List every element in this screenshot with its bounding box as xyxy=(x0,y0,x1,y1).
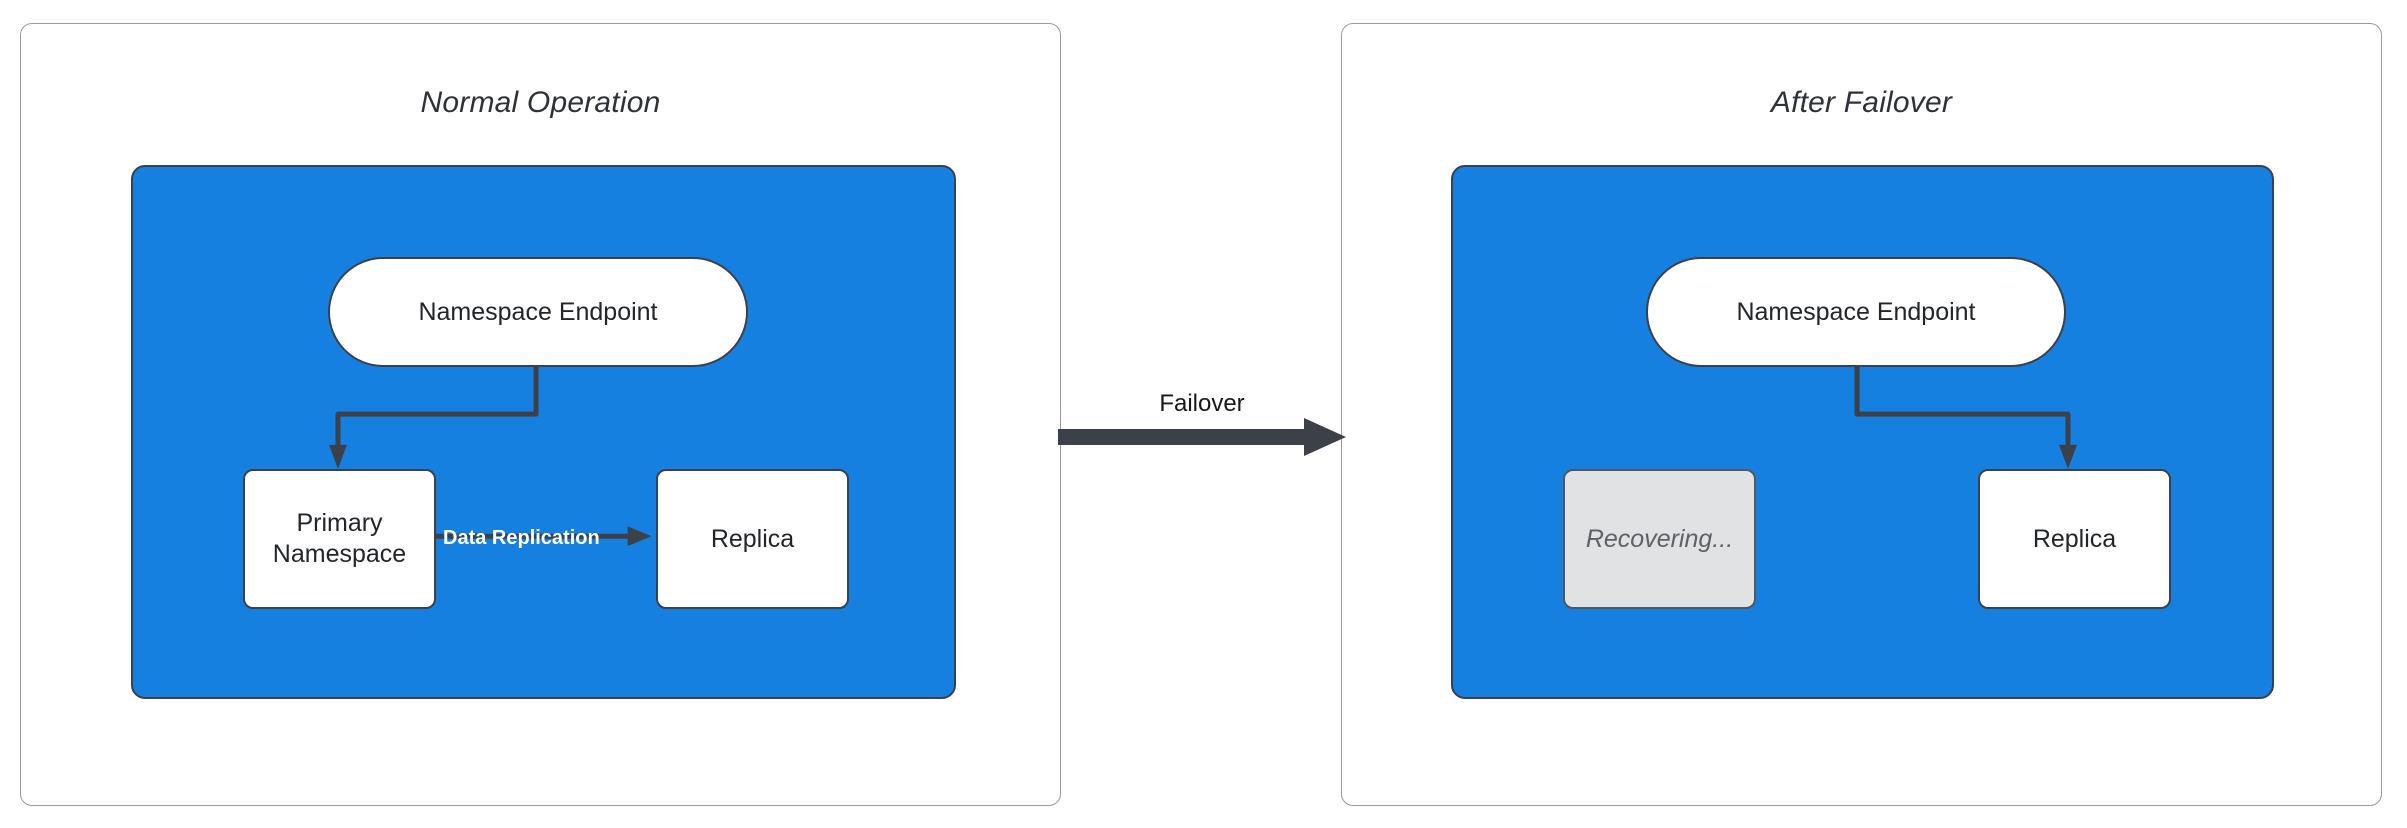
node-namespace-endpoint-normal[interactable]: Namespace Endpoint xyxy=(328,257,748,367)
node-label-wrap: Primary Namespace xyxy=(273,508,406,570)
edge-endpoint-to-replica xyxy=(1854,365,2071,451)
node-recovering[interactable]: Recovering... xyxy=(1563,469,1756,609)
region-blue-normal: Namespace Endpoint Primary Namespace Rep… xyxy=(131,165,956,699)
node-primary-namespace[interactable]: Primary Namespace xyxy=(243,469,436,609)
panel-title-normal-operation: Normal Operation xyxy=(420,86,661,119)
arrowhead-endpoint-to-primary xyxy=(329,444,347,469)
node-label: Recovering... xyxy=(1585,524,1734,553)
node-label: Replica xyxy=(2032,524,2117,553)
node-label-line2: Namespace xyxy=(272,540,407,568)
panel-title-after-failover: After Failover xyxy=(1770,86,1953,119)
arrowhead-endpoint-to-replica xyxy=(2059,444,2077,469)
panel-normal-operation: Normal Operation Namespace Endpoint Prim… xyxy=(20,23,1061,806)
edges-failover xyxy=(1854,365,2077,469)
node-label: Namespace Endpoint xyxy=(418,297,658,326)
panel-after-failover: After Failover Namespace Endpoint Recove… xyxy=(1341,23,2382,806)
edges-normal xyxy=(329,365,652,547)
failover-transition-arrow xyxy=(1058,418,1346,456)
edge-label-data-replication: Data Replication xyxy=(443,527,600,549)
node-label-line1: Primary xyxy=(296,509,383,537)
node-label: Namespace Endpoint xyxy=(1736,297,1976,326)
arrow-shape xyxy=(1058,418,1346,456)
failover-transition-label: Failover xyxy=(1159,390,1245,417)
arrowhead-primary-to-replica xyxy=(627,526,652,547)
node-label: Replica xyxy=(710,524,795,553)
edge-endpoint-to-primary xyxy=(335,365,539,451)
node-namespace-endpoint-failover[interactable]: Namespace Endpoint xyxy=(1646,257,2066,367)
node-replica-failover[interactable]: Replica xyxy=(1978,469,2171,609)
node-replica-normal[interactable]: Replica xyxy=(656,469,849,609)
region-blue-failover: Namespace Endpoint Recovering... Replica xyxy=(1451,165,2274,699)
